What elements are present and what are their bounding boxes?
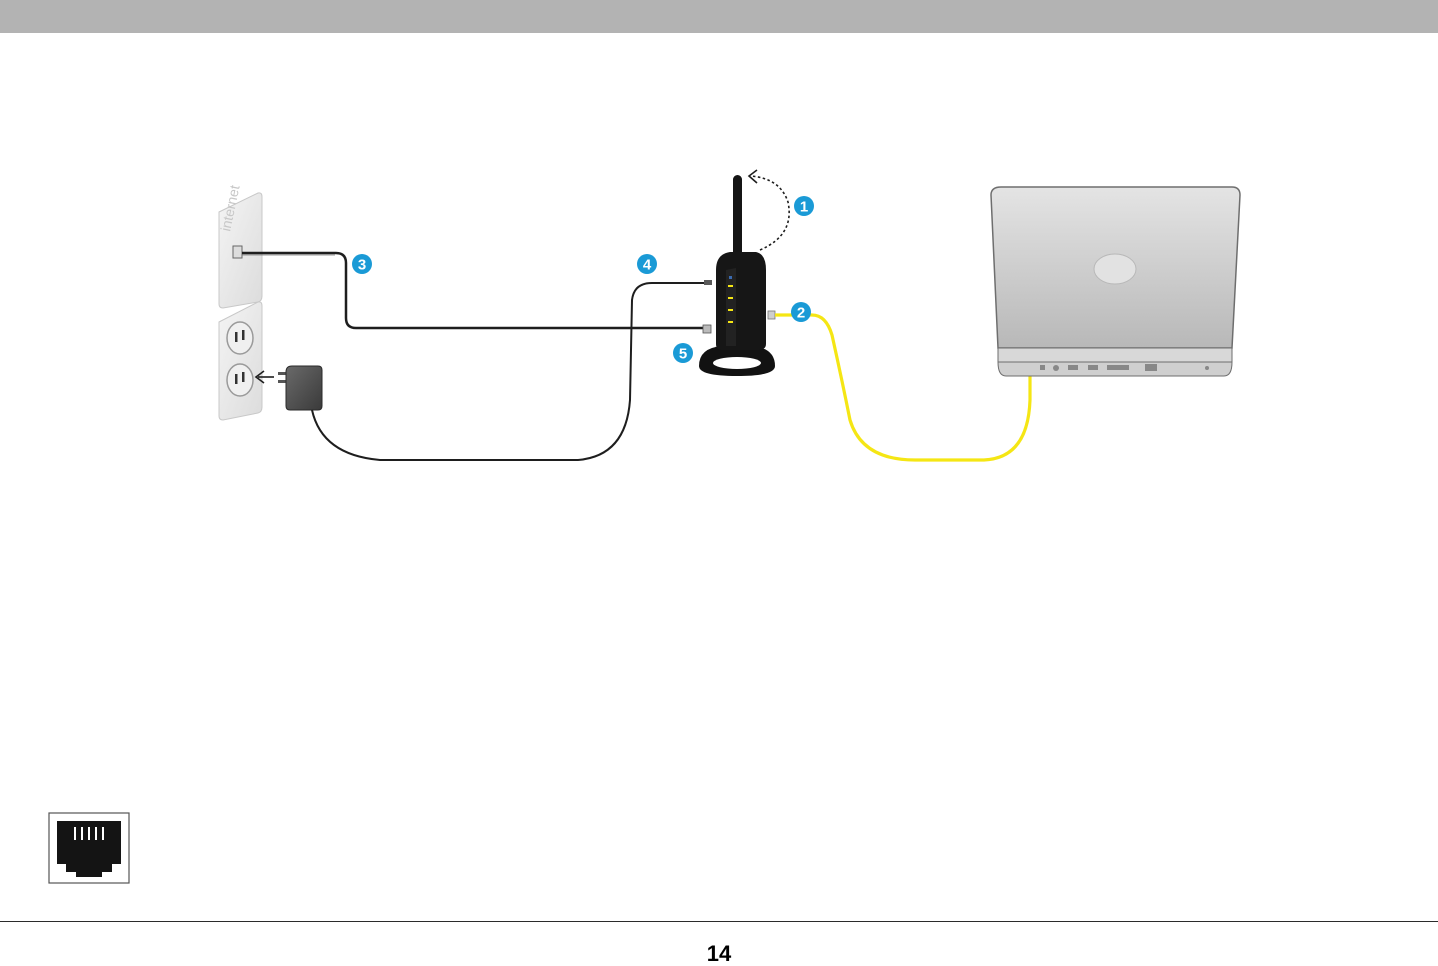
- footer-divider: [0, 921, 1438, 922]
- step-badge-4-label: 4: [643, 257, 652, 274]
- step-badge-3: 3: [352, 254, 372, 274]
- laptop-logo: [1094, 254, 1136, 284]
- power-outlet: [219, 302, 262, 420]
- power-cable: [312, 283, 706, 460]
- router-antenna: [733, 175, 742, 265]
- antenna-raise-arrow: [750, 176, 789, 250]
- page-number: 14: [0, 943, 1438, 965]
- power-adapter: [256, 366, 322, 410]
- step-badge-5-label: 5: [679, 346, 687, 363]
- ethernet-cable: [768, 311, 1034, 460]
- internet-jack: [233, 246, 242, 258]
- step-badge-4: 4: [637, 254, 657, 274]
- router-setup-diagram: internet: [0, 0, 1438, 520]
- laptop-computer: [991, 187, 1240, 376]
- step-badge-2-label: 2: [797, 305, 805, 322]
- step-badge-5: 5: [673, 343, 693, 363]
- step-badge-3-label: 3: [358, 257, 366, 274]
- wireless-router: [699, 175, 775, 376]
- step-badge-1: 1: [794, 196, 814, 216]
- step-badge-2: 2: [791, 302, 811, 322]
- ethernet-port-icon: [48, 812, 130, 884]
- step-badge-1-label: 1: [800, 199, 808, 216]
- internet-wall-plate: internet: [217, 184, 262, 308]
